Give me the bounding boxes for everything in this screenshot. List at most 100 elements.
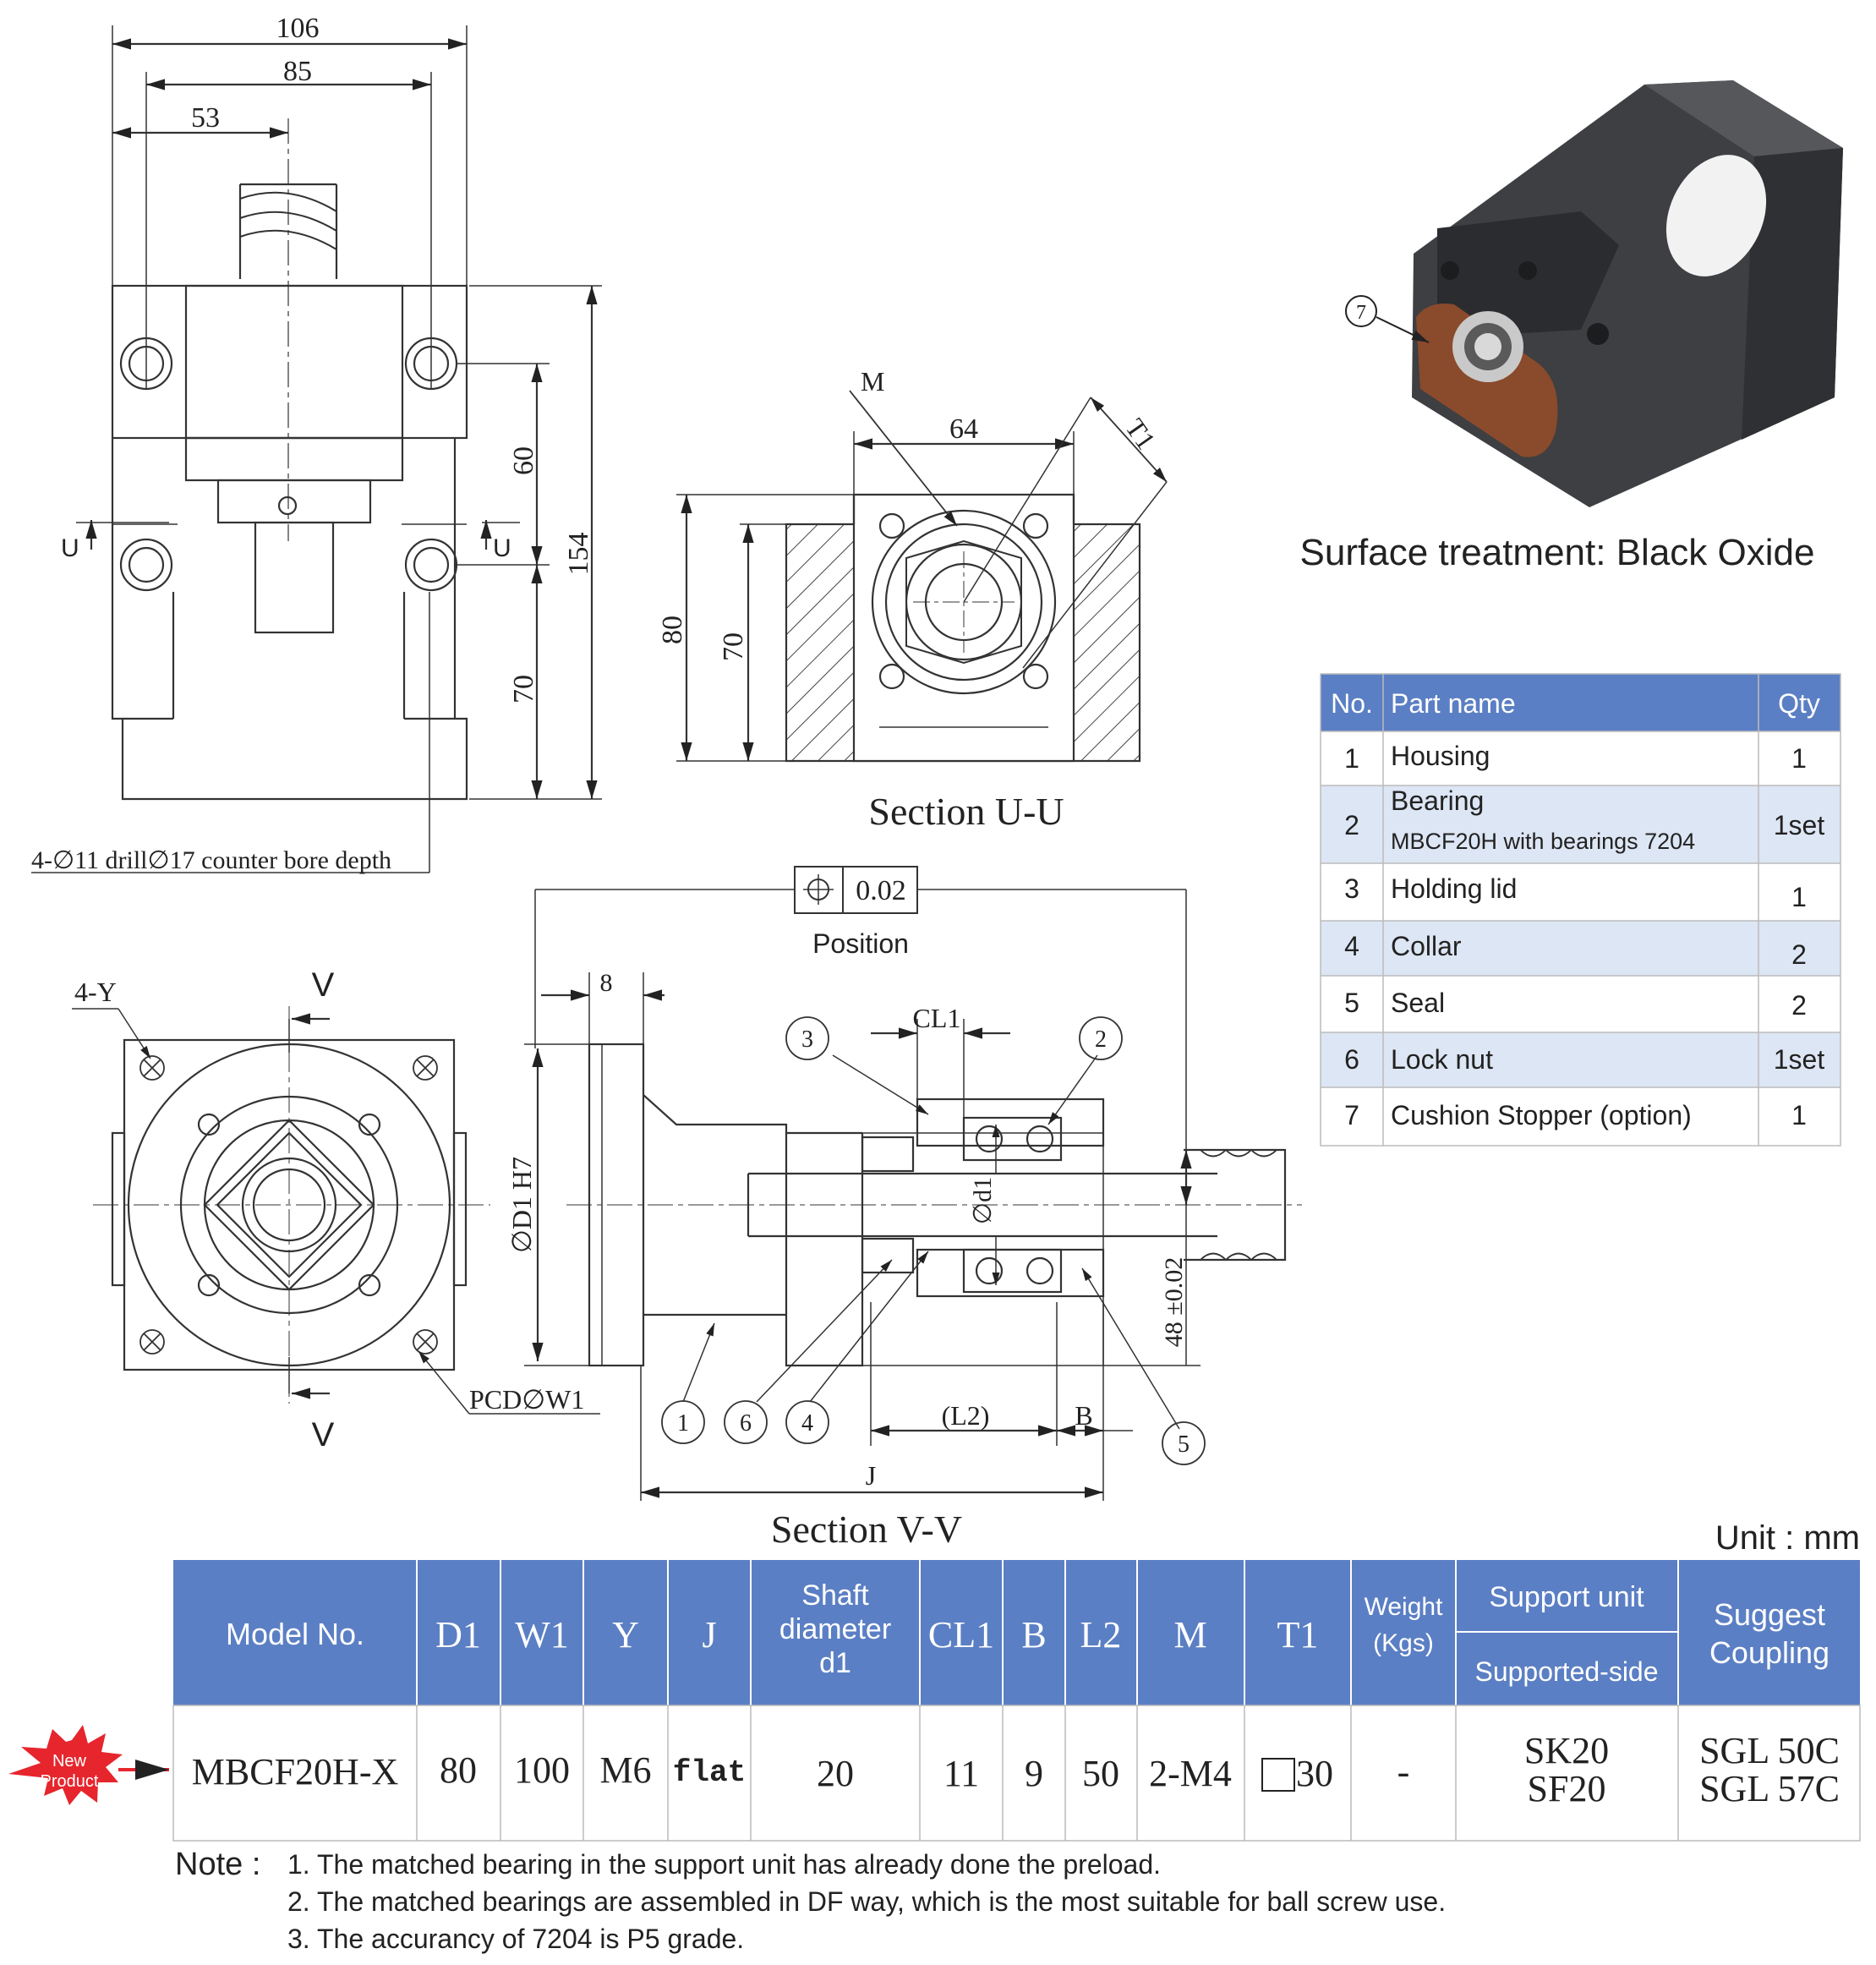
spec-coupling-2: SGL 57C [1699, 1768, 1840, 1809]
balloon-7: 7 [1356, 302, 1366, 324]
section-uu-title: Section U-U [868, 790, 1064, 833]
spec-supported-2: SF20 [1528, 1768, 1606, 1809]
dim-48: 48 ±0.02 [1160, 1257, 1188, 1347]
notes: Note : 1. The matched bearing in the sup… [175, 1847, 1446, 1954]
unit-label: Unit : mm [1715, 1519, 1860, 1557]
spec-y: M6 [599, 1749, 651, 1791]
section-marker-v-bottom: V [312, 1416, 335, 1453]
parts-row-2-name: Bearing [1391, 785, 1484, 816]
spec-header-shaft-line2: diameter [779, 1613, 891, 1645]
spec-j: flat [673, 1755, 746, 1790]
parts-row-3-name: Holding lid [1391, 873, 1517, 904]
section-marker-u-right: U [493, 534, 511, 562]
notes-label: Note : [175, 1847, 260, 1882]
dim-106: 106 [276, 13, 320, 44]
parts-row-4-name: Collar [1391, 931, 1462, 961]
drill-note: 4-∅11 drill∅17 counter bore depth [31, 846, 391, 874]
spec-header-w1: W1 [515, 1614, 569, 1656]
parts-row-7-no: 7 [1344, 1100, 1359, 1130]
spec-header-supported: Supported-side [1474, 1656, 1658, 1687]
parts-row-4-qty: 2 [1791, 939, 1807, 970]
parts-row-1-name: Housing [1391, 741, 1490, 771]
dim-b: B [1075, 1400, 1092, 1431]
spec-header-model: Model No. [226, 1617, 364, 1651]
parts-row-7-qty: 1 [1791, 1100, 1807, 1130]
label-t1: T1 [1119, 413, 1162, 455]
note-3: 3. The accurancy of 7204 is P5 grade. [287, 1924, 744, 1954]
balloon-3: 3 [801, 1026, 813, 1053]
balloon-2: 2 [1095, 1026, 1107, 1053]
label-4y: 4-Y [74, 977, 117, 1007]
pcd-label: PCD∅W1 [469, 1384, 584, 1415]
spec-supported-1: SK20 [1524, 1730, 1609, 1771]
section-uu [676, 390, 1168, 763]
dim-j: J [866, 1460, 876, 1491]
section-vv [524, 866, 1302, 1501]
balloon-5: 5 [1178, 1431, 1190, 1458]
tolerance-value: 0.02 [856, 875, 906, 906]
parts-row-6-qty: 1set [1774, 1044, 1825, 1075]
dim-d1-h7: ∅D1 H7 [506, 1157, 537, 1253]
spec-header-support: Support unit [1489, 1581, 1644, 1613]
spec-w1: 100 [514, 1749, 570, 1791]
front-view [72, 1006, 600, 1415]
spec-header-j: J [702, 1614, 716, 1656]
spec-header-cl1: CL1 [928, 1614, 994, 1656]
spec-header-m: M [1173, 1614, 1206, 1656]
balloon-6: 6 [740, 1410, 752, 1437]
parts-row-6-name: Lock nut [1391, 1044, 1493, 1075]
dim-shaft-d1: ∅d1 [969, 1177, 997, 1224]
parts-row-2-qty: 1set [1774, 810, 1825, 840]
badge-line1: New [52, 1752, 87, 1771]
dim-70-top: 70 [508, 675, 539, 703]
spec-cl1: 11 [943, 1753, 979, 1794]
parts-row-5-qty: 2 [1791, 990, 1807, 1021]
spec-header-y: Y [612, 1614, 639, 1656]
parts-table: No. Part name Qty 1 Housing 1 2 Bearing … [1320, 673, 1841, 1147]
parts-row-5-no: 5 [1344, 988, 1359, 1018]
parts-header-qty: Qty [1778, 688, 1820, 719]
product-image: 7 [1345, 80, 1843, 507]
spec-coupling-1: SGL 50C [1699, 1730, 1840, 1771]
spec-d1: 80 [440, 1749, 477, 1791]
spec-header-d1: D1 [435, 1614, 481, 1656]
parts-row-2-no: 2 [1344, 810, 1359, 840]
balloon-1: 1 [677, 1410, 689, 1437]
spec-header-b: B [1021, 1614, 1046, 1656]
section-marker-u-left: U [61, 534, 79, 562]
parts-row-1-qty: 1 [1791, 743, 1807, 774]
spec-header-coupling-line2: Coupling [1709, 1635, 1830, 1670]
section-vv-title: Section V-V [771, 1508, 962, 1551]
dim-60: 60 [508, 446, 539, 475]
spec-header-shaft-line1: Shaft [801, 1579, 869, 1612]
parts-row-4-no: 4 [1344, 931, 1359, 961]
tolerance-label: Position [812, 928, 909, 959]
spec-t1: 30 [1296, 1753, 1333, 1794]
spec-header-coupling-line1: Suggest [1714, 1597, 1825, 1632]
dim-85: 85 [283, 56, 312, 87]
dim-70-uu: 70 [718, 632, 749, 661]
dim-l2: (L2) [942, 1400, 990, 1431]
parts-header-no: No. [1331, 688, 1373, 719]
spec-l2: 50 [1082, 1753, 1119, 1794]
spec-m: 2-M4 [1149, 1753, 1232, 1794]
parts-row-5-name: Seal [1391, 988, 1445, 1018]
spec-table: Model No. D1 W1 Y J CL1 B L2 M T1 Shaft … [172, 1560, 1861, 1842]
section-marker-v-top: V [312, 966, 335, 1004]
badge-line2: Product [41, 1772, 99, 1791]
dim-8: 8 [600, 969, 613, 997]
dim-80: 80 [657, 616, 688, 644]
parts-row-7-name: Cushion Stopper (option) [1391, 1100, 1692, 1130]
spec-model: MBCF20H-X [192, 1751, 399, 1793]
parts-row-3-no: 3 [1344, 873, 1359, 904]
new-product-badge: New Product [8, 1725, 169, 1805]
label-m: M [861, 366, 884, 397]
parts-row-1-no: 1 [1344, 743, 1359, 774]
parts-row-2-sub: MBCF20H with bearings 7204 [1391, 829, 1695, 854]
dim-154: 154 [563, 533, 594, 576]
product-caption: Surface treatment: Black Oxide [1300, 532, 1815, 573]
spec-header-weight-line1: Weight [1365, 1593, 1443, 1621]
note-2: 2. The matched bearings are assembled in… [287, 1886, 1446, 1917]
square-symbol-icon [1261, 1758, 1295, 1792]
